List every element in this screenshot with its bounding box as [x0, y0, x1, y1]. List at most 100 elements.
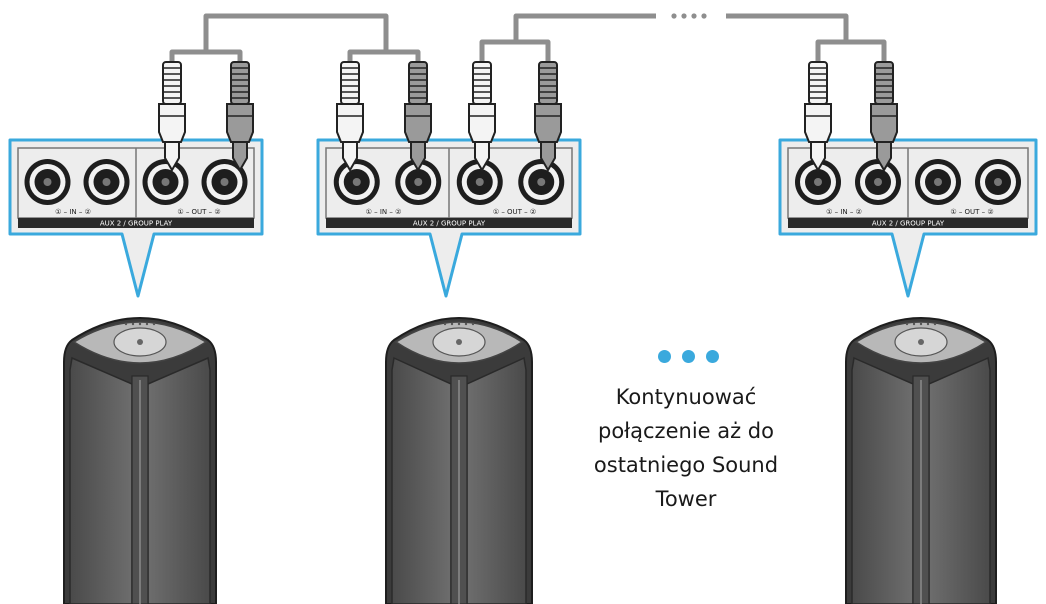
jack-pin: [43, 178, 52, 186]
jack-pin: [220, 178, 229, 186]
rca-jack: [855, 159, 901, 205]
rca-plug: [870, 61, 898, 172]
plug-body: [804, 103, 832, 143]
port-label-in: ① – IN – ②: [55, 208, 91, 216]
jack-pin: [161, 178, 170, 186]
plug-tip: [474, 141, 490, 172]
plug-tip: [164, 141, 180, 172]
speaker-left-face: [391, 356, 452, 604]
indicator-led: [464, 322, 468, 326]
plug-body: [404, 103, 432, 143]
control-center-button-icon: [918, 339, 924, 345]
rca-jack: [975, 159, 1021, 205]
rca-jack: [24, 159, 71, 205]
rca-jack: [395, 159, 442, 205]
rca-plug: [804, 61, 832, 172]
port-label-in: ① – IN – ②: [826, 208, 862, 216]
plug-tip: [876, 141, 892, 172]
control-center-button-icon: [137, 339, 143, 345]
speaker-right-face: [147, 356, 211, 604]
panel-footer-label: AUX 2 / GROUP PLAY: [100, 220, 173, 228]
speaker-right-face: [928, 356, 991, 604]
caption-line-3: ostatniego Sound: [593, 453, 779, 477]
indicator-led: [457, 322, 461, 326]
plug-tip: [232, 141, 248, 172]
sound-tower-second: [385, 317, 533, 604]
speaker-left-face: [851, 356, 914, 604]
port-label-in: ① – IN – ②: [366, 208, 402, 216]
rca-jack: [795, 159, 841, 205]
cable-gap-to-right: [726, 13, 849, 42]
cable-loops: [169, 13, 887, 62]
rca-plug: [404, 61, 432, 172]
sound-towers: [63, 317, 997, 604]
jack-pin: [814, 178, 822, 186]
indicator-led: [450, 322, 454, 326]
sound-tower-first: [63, 317, 217, 604]
panel-footer-bar: [18, 218, 254, 228]
indicator-led: [138, 322, 142, 326]
cable-right-pair: [815, 39, 887, 62]
cable-mid-pair: [350, 49, 421, 62]
jack-pin: [352, 178, 361, 186]
rca-plug: [336, 61, 364, 172]
indicator-led: [926, 322, 930, 326]
cable-gap-dots: [671, 13, 707, 19]
jack-pin: [934, 178, 942, 186]
aux-panel-right: AUX 2 / GROUP PLAY ① – IN – ② ① – OUT – ②: [778, 138, 1038, 298]
plug-tip: [410, 141, 426, 172]
caption-line-4: Tower: [655, 487, 717, 511]
caption-line-1: Kontynuować: [615, 385, 757, 409]
panel-footer-label: AUX 2 / GROUP PLAY: [872, 220, 945, 228]
rca-jack: [201, 159, 248, 205]
indicator-led: [919, 322, 923, 326]
plug-tip: [540, 141, 556, 172]
continuation-dots-icon: [654, 346, 724, 366]
plug-body: [226, 103, 254, 143]
rca-jack: [83, 159, 130, 205]
indicator-led: [131, 322, 135, 326]
jack-pin: [414, 178, 423, 186]
cable-left-pair: [169, 49, 243, 62]
rca-plugs: [158, 61, 898, 172]
aux-panel-middle: AUX 2 / GROUP PLAY ① – IN – ② ① – OUT – ②: [316, 138, 582, 298]
control-center-button-icon: [456, 339, 462, 345]
cable-mid-right-pair: [479, 39, 551, 62]
jack-pin: [994, 178, 1002, 186]
panel-footer-label: AUX 2 / GROUP PLAY: [413, 220, 486, 228]
jack-pin: [874, 178, 882, 186]
jack-pin: [102, 178, 111, 186]
panel-footer-bar: [326, 218, 572, 228]
jack-pin: [537, 178, 546, 186]
rca-plug: [534, 61, 562, 172]
port-label-out: ① – OUT – ②: [493, 208, 536, 216]
cable-left-to-mid: [203, 13, 389, 62]
speaker-right-face: [466, 356, 527, 604]
jack-pin: [475, 178, 484, 186]
rca-jack: [142, 159, 189, 205]
rca-plug: [226, 61, 254, 172]
plug-body: [336, 103, 364, 143]
plug-body: [158, 103, 186, 143]
plug-body: [870, 103, 898, 143]
rca-jack: [456, 159, 503, 205]
port-label-out: ① – OUT – ②: [177, 208, 220, 216]
indicator-led: [145, 322, 149, 326]
sound-tower-last: [845, 317, 997, 604]
cable-mid-to-gap: [513, 13, 656, 42]
indicator-led: [905, 322, 909, 326]
indicator-led: [152, 322, 156, 326]
indicator-led: [912, 322, 916, 326]
indicator-led: [471, 322, 475, 326]
port-label-out: ① – OUT – ②: [950, 208, 993, 216]
plug-body: [534, 103, 562, 143]
indicator-led: [443, 322, 447, 326]
rca-jack: [915, 159, 961, 205]
rca-jack: [333, 159, 380, 205]
panel-footer-bar: [788, 218, 1028, 228]
continuation-caption: Kontynuować połączenie aż do ostatniego …: [566, 380, 806, 516]
rca-plug: [158, 61, 186, 172]
aux-panel-left: AUX 2 / GROUP PLAY ① – IN – ② ① – OUT – ②: [8, 138, 264, 298]
